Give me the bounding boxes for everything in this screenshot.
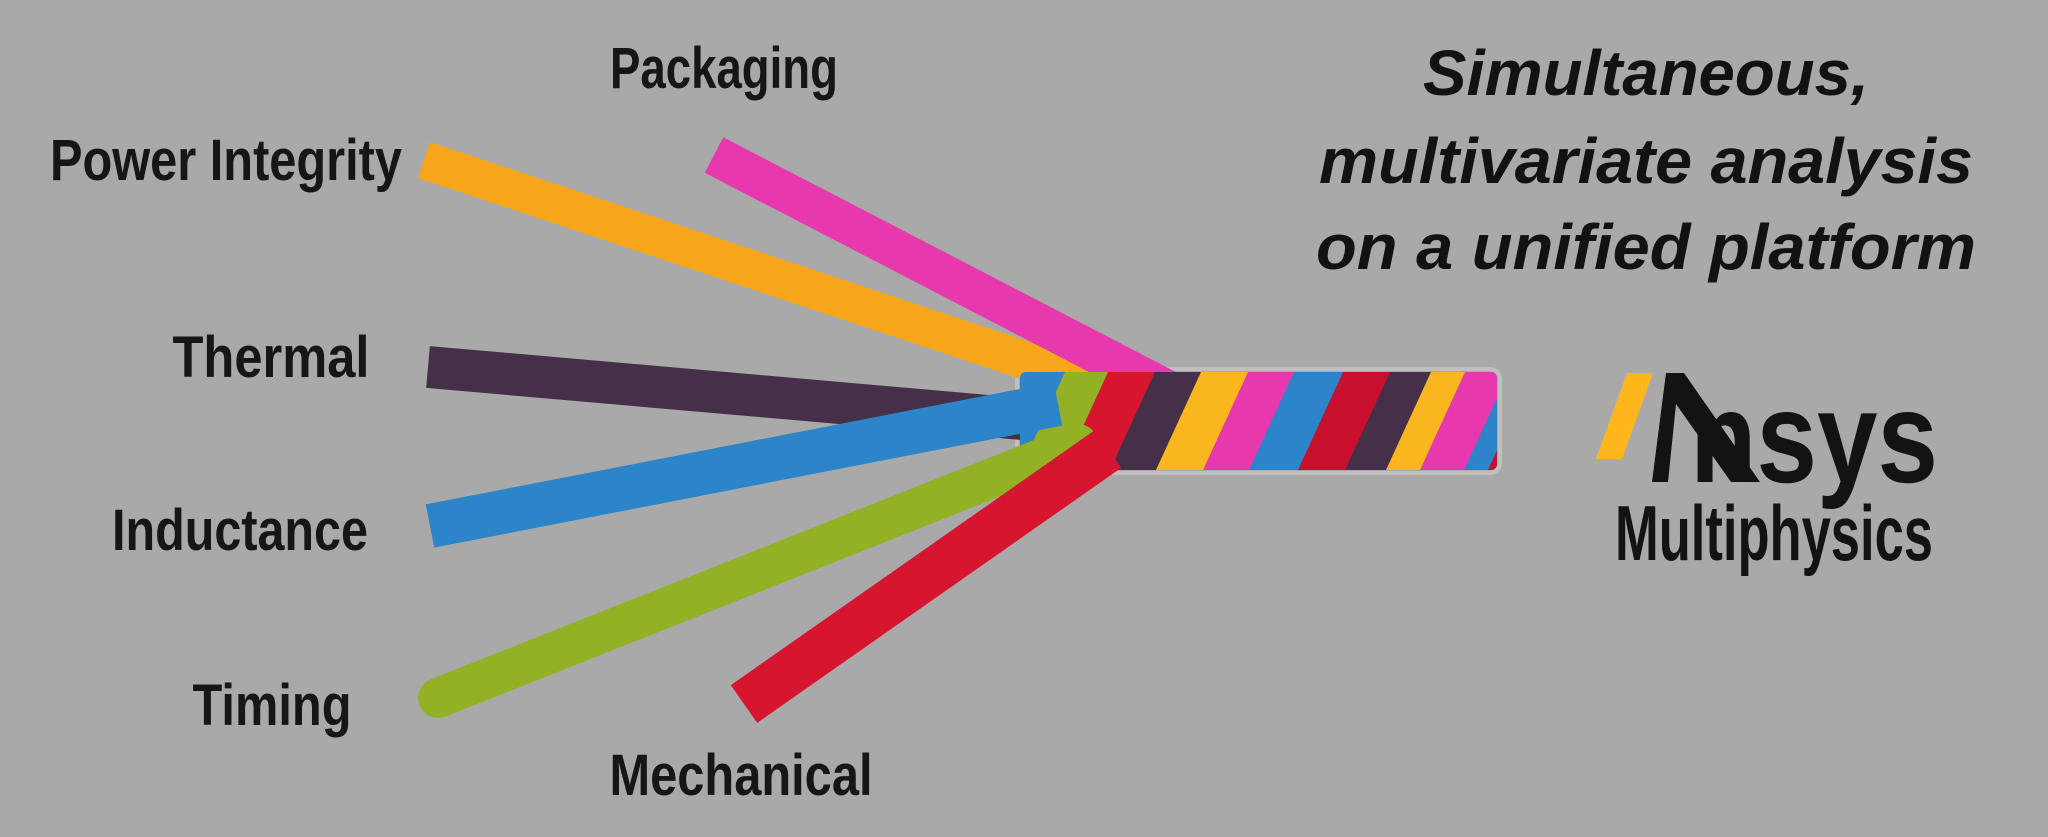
label-thermal: Thermal [173, 325, 370, 390]
braid-stripe-yellow [1156, 372, 1251, 470]
ansys-logo-lambda-icon [1652, 373, 1760, 482]
braid-stripe-magenta-2 [1420, 372, 1497, 470]
braid-stripe-crimson-2 [1488, 372, 1497, 470]
braid-stripe-blue [1249, 372, 1346, 470]
ansys-logo-gold-slash-icon [1596, 373, 1653, 459]
strand-mechanical [730, 430, 1122, 723]
ansys-wordmark-text: nsys [1690, 364, 1938, 510]
headline: Simultaneous, multivariate analysis on a… [1316, 37, 1976, 283]
strand-timing [418, 424, 1098, 718]
braid-stripe-magenta [1203, 372, 1296, 470]
label-inductance: Inductance [112, 498, 368, 563]
braid-stripe-crimson [1298, 372, 1393, 470]
label-timing: Timing [193, 673, 352, 738]
strand-inductance [425, 382, 1063, 548]
braid-stripe-purple [1110, 372, 1203, 470]
strand-power-integrity [417, 141, 1157, 421]
braid-stripe-purple-2 [1345, 372, 1434, 470]
label-packaging: Packaging [610, 36, 838, 101]
braid-stripe-blue-2 [1458, 372, 1497, 470]
ansys-logo: nsys Multiphysics [1596, 364, 1938, 577]
headline-line-3: on a unified platform [1316, 211, 1976, 283]
headline-line-1: Simultaneous, [1423, 37, 1869, 109]
ansys-product-name: Multiphysics [1615, 489, 1933, 577]
headline-line-2: multivariate analysis [1319, 125, 1973, 197]
label-mechanical: Mechanical [610, 743, 873, 808]
label-power-integrity: Power Integrity [50, 128, 402, 193]
